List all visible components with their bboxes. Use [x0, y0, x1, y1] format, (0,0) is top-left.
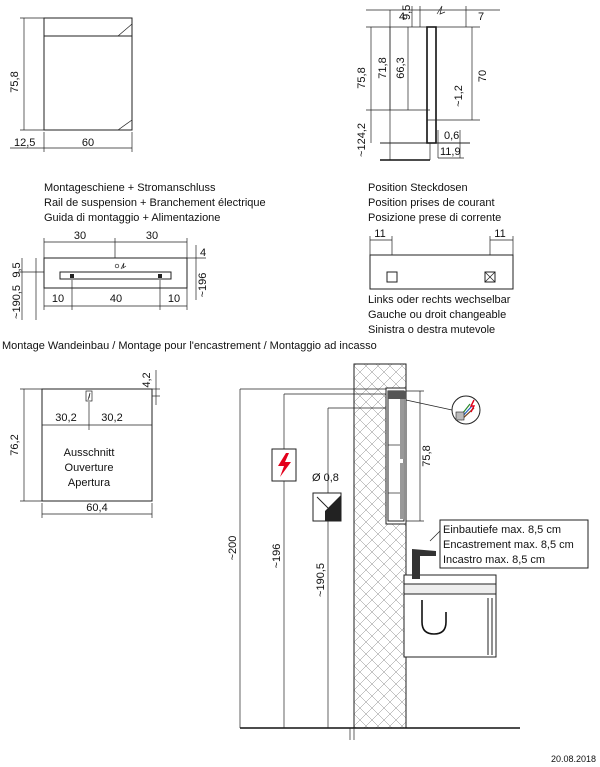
rail-caption-it: Guida di montaggio + Alimentazione — [44, 212, 220, 224]
dim-71-8: 71,8 — [377, 57, 389, 78]
cutout-label-fr: Ouverture — [65, 462, 114, 474]
socket-dot-icon — [114, 263, 120, 269]
dim-rail-190-5: ~190,5 — [11, 285, 23, 319]
sockets-note-de: Links oder rechts wechselbar — [368, 294, 511, 306]
cutout-outline — [41, 388, 153, 502]
dim-7: 7 — [478, 11, 484, 23]
sockets-view: 11 11 Links oder rechts wechselbar Gauch… — [368, 228, 514, 336]
faucet — [412, 549, 436, 579]
dim-width: 60 — [82, 137, 94, 149]
dim-30b: 30 — [146, 230, 158, 242]
dim-height: 75,8 — [9, 71, 21, 92]
dim-124-2: ~124,2 — [356, 123, 368, 157]
rail-caption-de: Montageschiene + Stromanschluss — [44, 182, 216, 194]
dim-4: 4 — [399, 11, 405, 23]
dim-76-2: 76,2 — [9, 434, 21, 455]
sockets-caption-de: Position Steckdosen — [368, 182, 468, 194]
cabinet-side — [426, 26, 437, 144]
depth-label-box — [439, 519, 589, 569]
dim-30-2b: 30,2 — [101, 412, 122, 424]
dim-9-5: 9,5 — [401, 5, 413, 20]
socket-box-icon — [85, 390, 93, 402]
rail-caption-fr: Rail de suspension + Branchement électri… — [44, 197, 266, 209]
sockets-caption-fr: Position prises de courant — [368, 197, 495, 209]
dim-rail-9-5: 9,5 — [11, 262, 23, 277]
dim-elev-75-8: 75,8 — [421, 445, 433, 466]
dim-10b: 10 — [168, 293, 180, 305]
sockets-caption-it: Posizione prese di corrente — [368, 212, 501, 224]
power-symbol-icon — [436, 5, 446, 15]
dim-30a: 30 — [74, 230, 86, 242]
socket-left-icon — [386, 271, 398, 283]
depth-de: Einbautiefe max. 8,5 cm — [443, 524, 561, 536]
dim-11a: 11 — [374, 228, 385, 240]
cabinet-front-view: 75,8 12,5 60 — [9, 17, 133, 152]
dim-rail-196: ~196 — [197, 273, 209, 298]
power-icon — [120, 262, 127, 270]
cutout-view: 4,2 76,2 30,2 30,2 Ausschnitt Ouverture … — [9, 370, 160, 518]
sockets-note-fr: Gauche ou droit changeable — [368, 309, 506, 321]
dim-30-2a: 30,2 — [55, 412, 76, 424]
mounting-rail-view: 30 30 4 ~196 9,5 ~190,5 10 40 10 — [11, 230, 209, 320]
depth-fr: Encastrement max. 8,5 cm — [443, 539, 574, 551]
cabinet-outline — [43, 17, 133, 131]
sockets-outline — [369, 254, 514, 290]
socket-right-icon — [484, 271, 496, 283]
dim-4-2: 4,2 — [141, 372, 153, 387]
dim-11b: 11 — [494, 228, 505, 240]
dim-0-6: 0,6 — [444, 130, 459, 142]
side-section-view: 4 9,5 7 75,8 71,8 66,3 ~1,2 70 ~124,2 0,… — [356, 5, 500, 161]
section-title: Montage Wandeinbau / Montage pour l'enca… — [2, 340, 377, 352]
cutout-label-it: Apertura — [68, 477, 111, 489]
wash-basin — [403, 583, 497, 595]
wall-elevation-view: ~200 ~196 ~190,5 Ø 0,8 75,8 Einbautiefe — [227, 363, 589, 740]
dim-elev-0-8: Ø 0,8 — [312, 472, 339, 484]
cutout-label-de: Ausschnitt — [64, 447, 115, 459]
dim-elev-196: ~196 — [271, 544, 283, 569]
dim-40: 40 — [110, 293, 122, 305]
dim-60-4: 60,4 — [86, 502, 107, 514]
drain-trap — [421, 600, 447, 635]
sockets-note-it: Sinistra o destra mutevole — [368, 324, 495, 336]
dim-75-8: 75,8 — [356, 67, 368, 88]
rail-outline — [43, 257, 188, 289]
depth-it: Incastro max. 8,5 cm — [443, 554, 545, 566]
dim-rail-4: 4 — [200, 247, 206, 259]
dim-66-3: 66,3 — [395, 57, 407, 78]
date-label: 20.08.2018 — [551, 754, 596, 764]
dim-elev-200: ~200 — [227, 536, 239, 561]
dim-left: 12,5 — [14, 137, 35, 149]
dim-11-9: 11,9 — [440, 146, 461, 158]
dim-elev-190-5: ~190,5 — [315, 563, 327, 597]
dim-1-2: ~1,2 — [453, 85, 465, 107]
rail-bar — [59, 271, 172, 280]
dim-70: 70 — [477, 70, 489, 82]
dim-10a: 10 — [52, 293, 64, 305]
